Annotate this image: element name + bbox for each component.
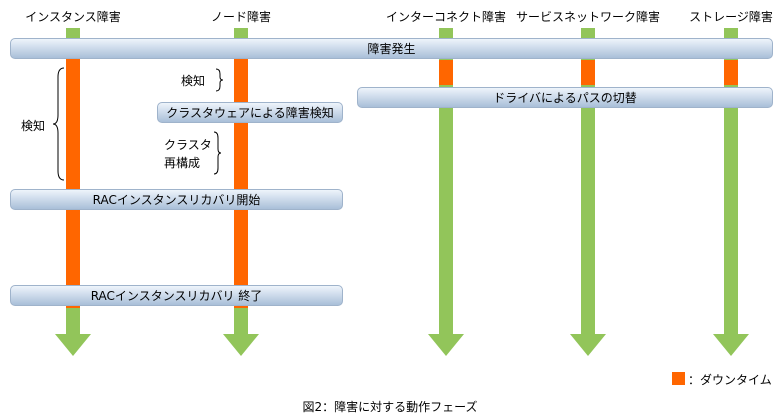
service-network-arrowhead: [570, 334, 606, 356]
service-network-downtime-segment: [581, 60, 595, 85]
detect-node-label: 検知: [181, 74, 206, 88]
clusterware-detect-label: クラスタウェアによる障害検知: [166, 106, 334, 120]
driver-path-switch-bar: ドライバによるパスの切替: [357, 87, 773, 108]
clusterware-detect-bar: クラスタウェアによる障害検知: [157, 102, 343, 123]
storage-normal-bottom: [724, 85, 738, 334]
storage-downtime-segment: [724, 60, 738, 85]
detect-node-brace: [215, 68, 224, 92]
interconnect-downtime-segment: [439, 60, 453, 85]
node-normal-bottom: [234, 308, 248, 334]
instance-downtime-segment: [66, 40, 80, 308]
fault-occurs-label: 障害発生: [367, 42, 416, 56]
rac-recovery-end-bar: RACインスタンスリカバリ 終了: [10, 285, 343, 306]
rac-recovery-end-label: RACインスタンスリカバリ 終了: [90, 289, 263, 303]
column-title-storage: ストレージ障害: [689, 10, 773, 24]
instance-arrowhead: [55, 334, 91, 356]
service-network-normal-bottom: [581, 85, 595, 334]
interconnect-arrowhead: [428, 334, 464, 356]
rac-recovery-start-bar: RACインスタンスリカバリ開始: [10, 189, 343, 210]
column-title-interconnect: インターコネクト障害: [385, 10, 507, 24]
legend-downtime-label: ：ダウンタイム: [688, 373, 772, 387]
rac-recovery-start-label: RACインスタンスリカバリ開始: [92, 193, 261, 207]
instance-normal-bottom: [66, 308, 80, 334]
cluster-reconfig-label-line2: 再構成: [164, 156, 201, 170]
driver-path-switch-label: ドライバによるパスの切替: [493, 91, 637, 105]
cluster-reconfig-label-line1: クラスタ: [164, 138, 212, 152]
column-title-node: ノード障害: [210, 10, 272, 24]
detect-left-label: 検知: [21, 119, 46, 133]
fault-occurs-bar: 障害発生: [10, 38, 773, 59]
cluster-reconfig-brace: [213, 131, 222, 175]
column-title-service-network: サービスネットワーク障害: [515, 10, 661, 24]
instance-normal-top: [66, 28, 80, 40]
figure-caption: 図2：障害に対する動作フェーズ: [302, 400, 478, 414]
detect-left-brace: [52, 67, 65, 181]
legend-downtime-swatch: [672, 372, 685, 385]
interconnect-normal-bottom: [439, 85, 453, 334]
node-normal-top: [234, 28, 248, 40]
node-downtime-segment: [234, 40, 248, 308]
column-title-instance: インスタンス障害: [25, 10, 121, 24]
node-arrowhead: [223, 334, 259, 356]
storage-arrowhead: [713, 334, 749, 356]
